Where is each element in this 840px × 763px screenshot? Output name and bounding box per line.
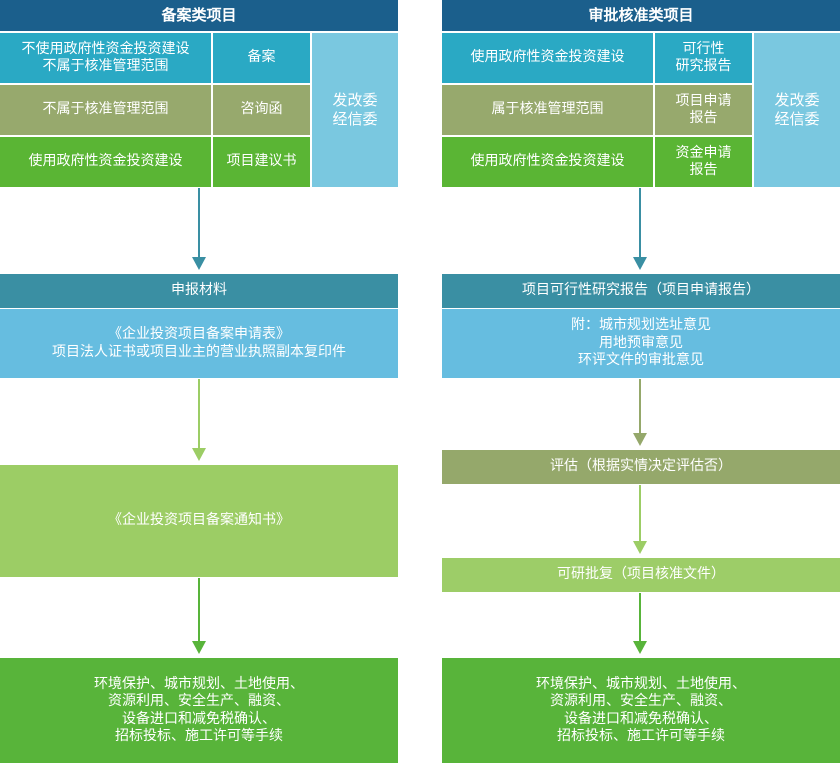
right-final-procedures: 环境保护、城市规划、土地使用、 资源利用、安全生产、融资、 设备进口和减免税确认… — [442, 658, 840, 763]
left-row2-condition: 不属于核准管理范围 — [0, 85, 211, 135]
right-assessment: 评估（根据实情决定评估否） — [442, 450, 840, 484]
arrow-left-2 — [192, 379, 206, 461]
left-notice: 《企业投资项目备案通知书》 — [0, 465, 398, 577]
left-authority: 发改委 经信委 — [312, 33, 398, 187]
left-title: 备案类项目 — [0, 0, 398, 31]
right-row3-condition: 使用政府性资金投资建设 — [442, 137, 653, 187]
right-report-body: 附：城市规划选址意见 用地预审意见 环评文件的审批意见 — [442, 309, 840, 378]
arrow-left-1 — [192, 188, 206, 270]
right-row2-condition: 属于核准管理范围 — [442, 85, 653, 135]
right-row2-document: 项目申请 报告 — [655, 85, 752, 135]
left-final-procedures: 环境保护、城市规划、土地使用、 资源利用、安全生产、融资、 设备进口和减免税确认… — [0, 658, 398, 763]
right-title: 审批核准类项目 — [442, 0, 840, 31]
left-materials-header: 申报材料 — [0, 274, 398, 308]
arrow-right-3 — [633, 485, 647, 554]
right-row1-condition: 使用政府性资金投资建设 — [442, 33, 653, 83]
arrow-right-4 — [633, 593, 647, 654]
left-materials-body: 《企业投资项目备案申请表》 项目法人证书或项目业主的营业执照副本复印件 — [0, 309, 398, 378]
right-approval: 可研批复（项目核准文件） — [442, 558, 840, 592]
left-row3-document: 项目建议书 — [213, 137, 310, 187]
right-authority: 发改委 经信委 — [754, 33, 840, 187]
arrow-right-2 — [633, 379, 647, 446]
right-report-header: 项目可行性研究报告（项目申请报告） — [442, 274, 840, 308]
left-row3-condition: 使用政府性资金投资建设 — [0, 137, 211, 187]
left-row1-document: 备案 — [213, 33, 310, 83]
arrow-right-1 — [633, 188, 647, 270]
right-row1-document: 可行性 研究报告 — [655, 33, 752, 83]
right-row3-document: 资金申请 报告 — [655, 137, 752, 187]
left-row1-condition: 不使用政府性资金投资建设 不属于核准管理范围 — [0, 33, 211, 83]
arrow-left-3 — [192, 578, 206, 654]
left-row2-document: 咨询函 — [213, 85, 310, 135]
